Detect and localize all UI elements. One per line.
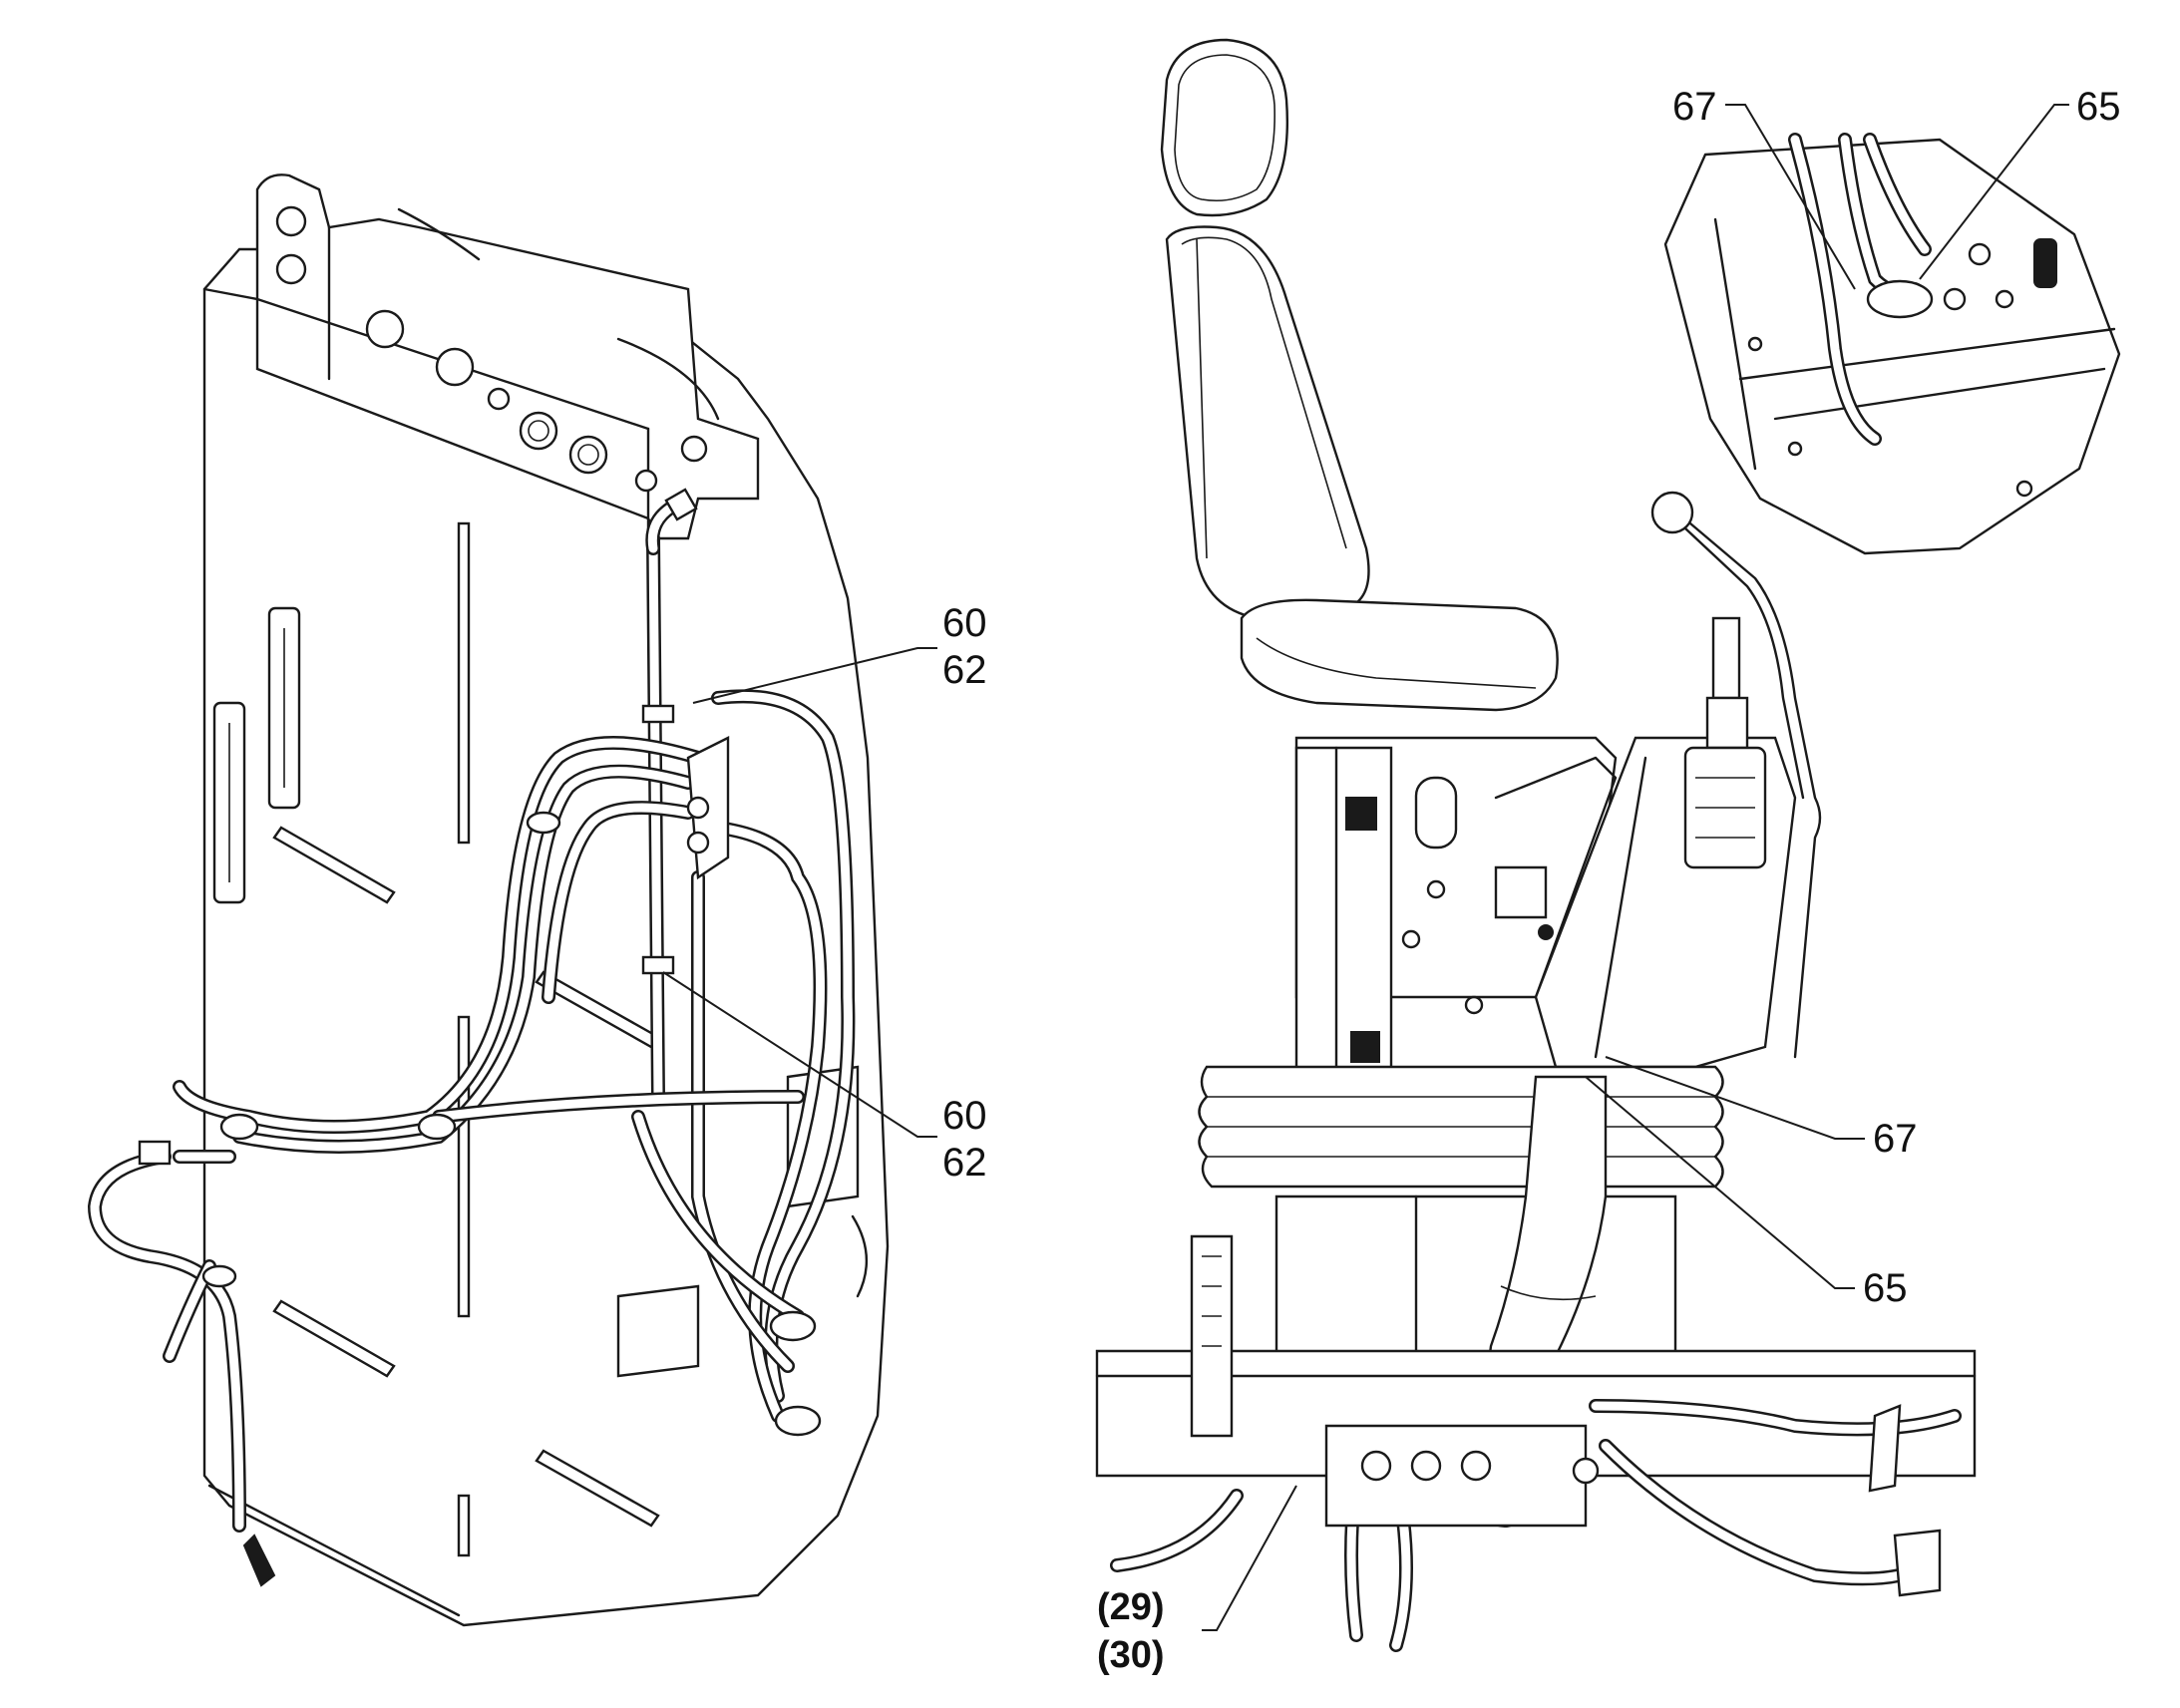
- operator-seat-view: [1095, 38, 1977, 1652]
- callout-67-seat: 67: [1873, 1117, 1918, 1161]
- seat-cushion: [1240, 598, 1559, 712]
- floor-beam: [1095, 1349, 1977, 1478]
- callout-60-upper: 60: [942, 601, 987, 645]
- callout-65-seat: 65: [1863, 1266, 1908, 1310]
- detail-view-outline: [1663, 138, 2121, 555]
- leader-lines: [662, 104, 2069, 1631]
- callout-67-detail: 67: [1672, 85, 1717, 129]
- callout-60-lower: 60: [942, 1094, 987, 1138]
- callout-ref-30: (30): [1097, 1634, 1165, 1676]
- callout-62-lower: 62: [942, 1141, 987, 1185]
- callout-ref-29: (29): [1097, 1586, 1165, 1628]
- cabin-panel-view: [87, 173, 890, 1627]
- callout-65-detail: 65: [2076, 85, 2121, 129]
- headrest: [1160, 38, 1289, 217]
- lever-knob: [1650, 491, 1694, 534]
- detail-view: [1663, 133, 2121, 555]
- callout-62-upper: 62: [942, 648, 987, 692]
- backrest: [1165, 225, 1370, 620]
